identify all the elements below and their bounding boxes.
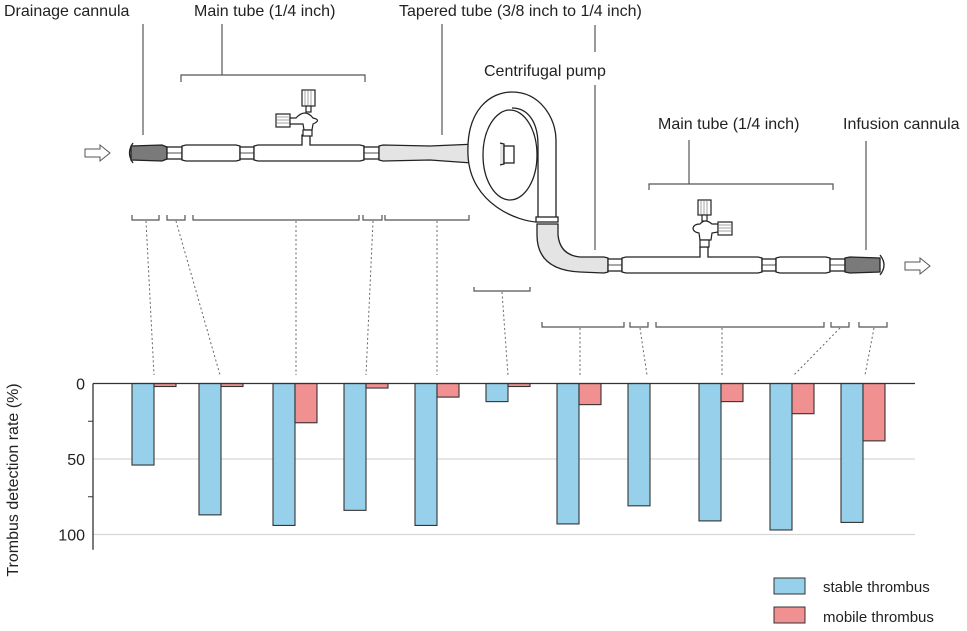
dotted-connector [365, 220, 374, 376]
label-drainage-cannula: Drainage cannula [4, 3, 130, 20]
dotted-connectors [145, 220, 875, 376]
legend-swatch-mobile [773, 606, 806, 624]
stopcock-inlet [275, 89, 319, 137]
dotted-connector [175, 220, 221, 376]
y-tick-label: 50 [67, 452, 85, 469]
label-main-tube-inlet: Main tube (1/4 inch) [194, 3, 335, 20]
drainage-cannula-tip [128, 142, 134, 164]
segment-bracket [830, 322, 850, 328]
legend-label-stable: stable thrombus [823, 579, 930, 596]
legend: stable thrombus mobile thrombus [773, 577, 934, 626]
dotted-connector [864, 327, 875, 376]
bar-mobile-thrombus [862, 382, 886, 442]
bar-stable-thrombus [131, 382, 155, 466]
bar-stable-thrombus [414, 382, 438, 526]
circuit-diagram: Drainage cannula Main tube (1/4 inch) Ta… [4, 3, 960, 376]
bar-stable-thrombus [343, 382, 367, 511]
dotted-connector [145, 220, 155, 376]
label-centrifugal-pump: Centrifugal pump [484, 63, 606, 80]
y-tick-label: 100 [58, 528, 85, 545]
stopcock-body-outlet [692, 220, 719, 241]
segment-bracket [362, 215, 383, 221]
bar-stable-thrombus [556, 382, 580, 525]
infusion-cannula [844, 256, 881, 274]
segment-bracket [384, 215, 470, 221]
legend-label-mobile: mobile thrombus [823, 609, 934, 626]
segment-bracket [192, 215, 360, 221]
segment-bracket [131, 215, 160, 221]
label-main-tube-outlet: Main tube (1/4 inch) [658, 116, 799, 133]
segment-brackets [131, 215, 888, 328]
bar-mobile-thrombus [720, 382, 744, 403]
bar-mobile-thrombus [365, 382, 389, 389]
tube-segment [181, 144, 241, 162]
pump-outlet-ring [535, 216, 559, 223]
label-infusion-cannula: Infusion cannula [843, 116, 960, 133]
centrifugal-pump [467, 91, 609, 274]
bar-stable-thrombus [769, 382, 793, 531]
bar-stable-thrombus [485, 382, 509, 403]
bar-stable-thrombus [198, 382, 222, 516]
tube-segment-outlet [775, 256, 831, 274]
bar-mobile-thrombus [294, 382, 318, 424]
outflow-arrow-icon [904, 256, 931, 276]
y-tick-label: 0 [76, 377, 85, 394]
segment-bracket [541, 322, 625, 328]
segment-bracket [166, 215, 186, 221]
stopcock-cap-top-outlet [697, 199, 712, 216]
legend-swatch-stable [773, 577, 806, 595]
segment-bracket [473, 287, 531, 292]
bracket-main-tube-outlet [648, 183, 834, 190]
inlet-line [128, 134, 515, 166]
pump-outlet-inner-edge [511, 107, 539, 222]
bar-chart: Trombus detection rate (%) 0 50 100 stable… [5, 377, 934, 627]
tube-t-segment-outlet [621, 246, 763, 274]
y-axis-label: Trombus detection rate (%) [5, 383, 22, 576]
stopcock-cap-side [275, 113, 291, 128]
y-ticks: 0 50 100 [58, 377, 93, 545]
bracket-main-tube-inlet [180, 74, 366, 82]
bar-mobile-thrombus [578, 382, 602, 406]
leader-lines [142, 24, 867, 250]
stopcock-outlet [692, 199, 733, 248]
bar-mobile-thrombus [436, 382, 460, 398]
segment-bracket [858, 322, 888, 328]
label-tapered-tube: Tapered tube (3/8 inch to 1/4 inch) [399, 3, 642, 20]
dotted-connector [501, 291, 509, 376]
tube-t-segment [253, 134, 365, 162]
outlet-bend-tube [536, 223, 609, 274]
bar-stable-thrombus [272, 382, 296, 526]
bar-stable-thrombus [627, 382, 651, 507]
stopcock-cap-side-outlet [717, 221, 733, 236]
bar-stable-thrombus [698, 382, 722, 522]
dotted-connector [639, 327, 648, 376]
bar-mobile-thrombus [791, 382, 815, 415]
bars [131, 382, 886, 531]
stopcock-body [289, 112, 319, 131]
segment-bracket [629, 322, 649, 328]
segment-bracket [655, 322, 825, 328]
stopcock-cap-top [301, 89, 316, 107]
infusion-cannula-tip [879, 254, 885, 276]
drainage-cannula [130, 144, 168, 162]
bar-stable-thrombus [840, 382, 864, 523]
dotted-connector [793, 327, 841, 376]
inflow-arrow-icon [84, 143, 111, 163]
outlet-line [607, 246, 885, 276]
